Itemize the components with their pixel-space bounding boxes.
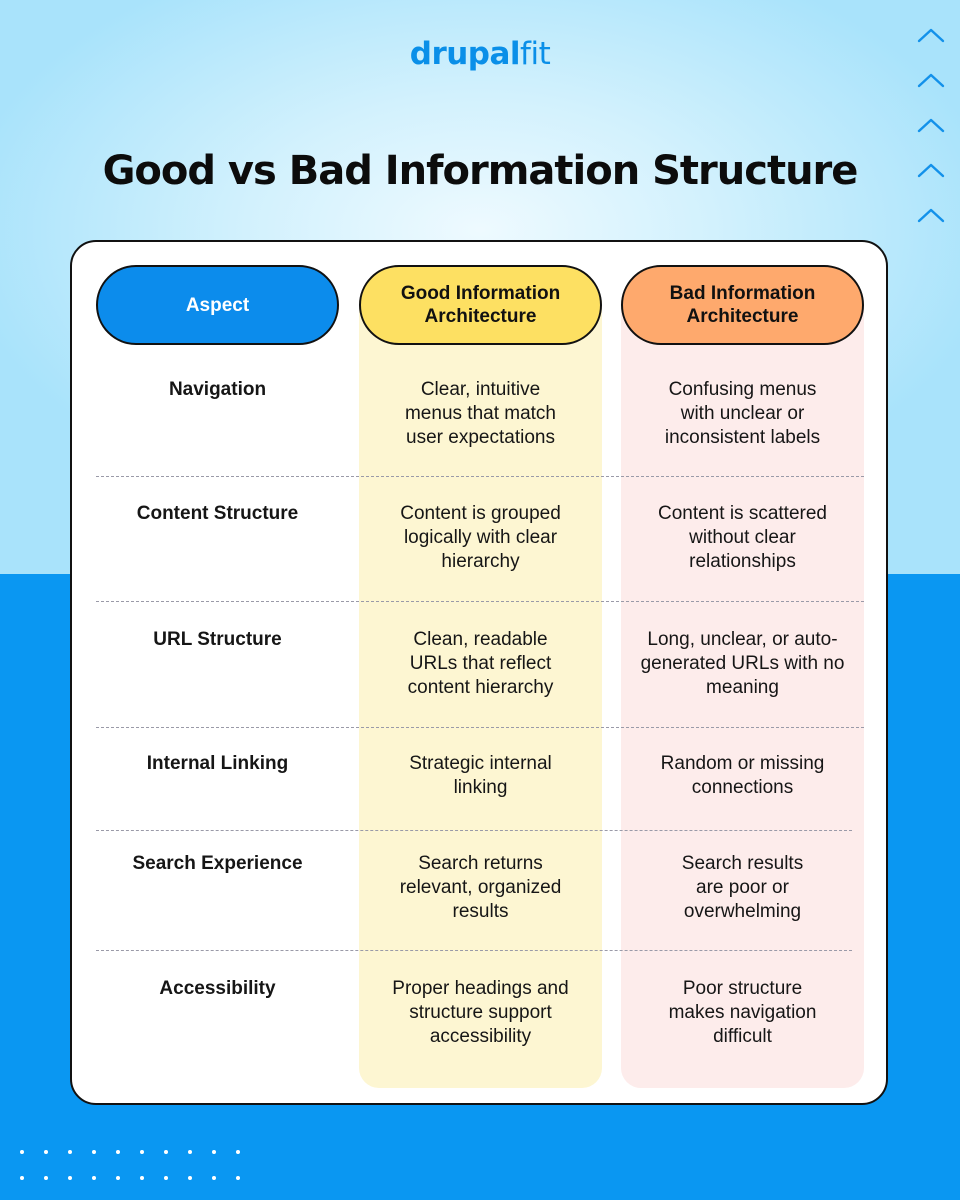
- good-practice-text: Clean, readable URLs that reflect conten…: [407, 629, 554, 698]
- row-divider: [96, 476, 864, 477]
- row-aspect-label: Accessibility: [159, 978, 276, 999]
- bad-header-label: Bad Information Architecture: [669, 283, 816, 327]
- dot: [212, 1150, 216, 1154]
- dot: [140, 1176, 144, 1180]
- chevron-up-icon: [917, 73, 945, 88]
- chevron-up-icon: [917, 208, 945, 223]
- chevron-up-icon: [917, 163, 945, 178]
- bad-architecture-header: Bad Information Architecture: [621, 265, 864, 345]
- dot: [92, 1176, 96, 1180]
- page-title: Good vs Bad Information Structure: [102, 148, 859, 194]
- bad-practice-text: Content is scattered without clear relat…: [658, 503, 827, 572]
- good-practice-text: Clear, intuitive menus that match user e…: [404, 379, 557, 448]
- good-architecture-header: Good Information Architecture: [359, 265, 602, 345]
- row-aspect-label: Search Experience: [132, 853, 303, 874]
- dot: [68, 1176, 72, 1180]
- dot: [20, 1150, 24, 1154]
- aspect-header: Aspect: [96, 265, 339, 345]
- chevron-up-icon: [917, 118, 945, 133]
- dot: [116, 1150, 120, 1154]
- row-divider: [96, 727, 864, 728]
- row-divider: [96, 601, 864, 602]
- bad-practice-text: Poor structure makes navigation difficul…: [668, 978, 817, 1047]
- dot: [236, 1176, 240, 1180]
- dot: [164, 1150, 168, 1154]
- bad-practice-text: Search results are poor or overwhelming: [681, 853, 804, 922]
- dot: [44, 1176, 48, 1180]
- good-header-label: Good Information Architecture: [400, 283, 561, 327]
- dot: [20, 1176, 24, 1180]
- dot: [212, 1176, 216, 1180]
- bad-column-background: [621, 300, 864, 1088]
- row-aspect-label: Content Structure: [136, 503, 299, 524]
- logo-bold-text: drupal: [409, 36, 521, 72]
- dot: [92, 1150, 96, 1154]
- bad-practice-text: Random or missing connections: [660, 753, 825, 798]
- good-practice-text: Strategic internal linking: [409, 753, 552, 798]
- dot: [140, 1150, 144, 1154]
- good-practice-text: Proper headings and structure support ac…: [392, 978, 569, 1047]
- dot: [68, 1150, 72, 1154]
- bad-practice-text: Confusing menus with unclear or inconsis…: [664, 379, 821, 448]
- row-aspect-label: URL Structure: [153, 629, 282, 650]
- logo-light-text: fit: [520, 36, 551, 72]
- dot: [236, 1150, 240, 1154]
- good-practice-text: Search returns relevant, organized resul…: [399, 853, 562, 922]
- dot: [44, 1150, 48, 1154]
- row-divider: [96, 950, 852, 951]
- brand-logo: drupalfit: [0, 36, 960, 72]
- good-column-background: [359, 300, 602, 1088]
- chevron-up-icon: [917, 28, 945, 43]
- row-aspect-label: Internal Linking: [146, 753, 289, 774]
- dot: [188, 1150, 192, 1154]
- chevron-stack: [916, 26, 946, 251]
- dot: [188, 1176, 192, 1180]
- good-practice-text: Content is grouped logically with clear …: [400, 503, 561, 572]
- row-divider: [96, 830, 852, 831]
- dot: [116, 1176, 120, 1180]
- dot: [164, 1176, 168, 1180]
- bad-practice-text: Long, unclear, or auto-generated URLs wi…: [640, 629, 845, 698]
- row-aspect-label: Navigation: [168, 379, 267, 400]
